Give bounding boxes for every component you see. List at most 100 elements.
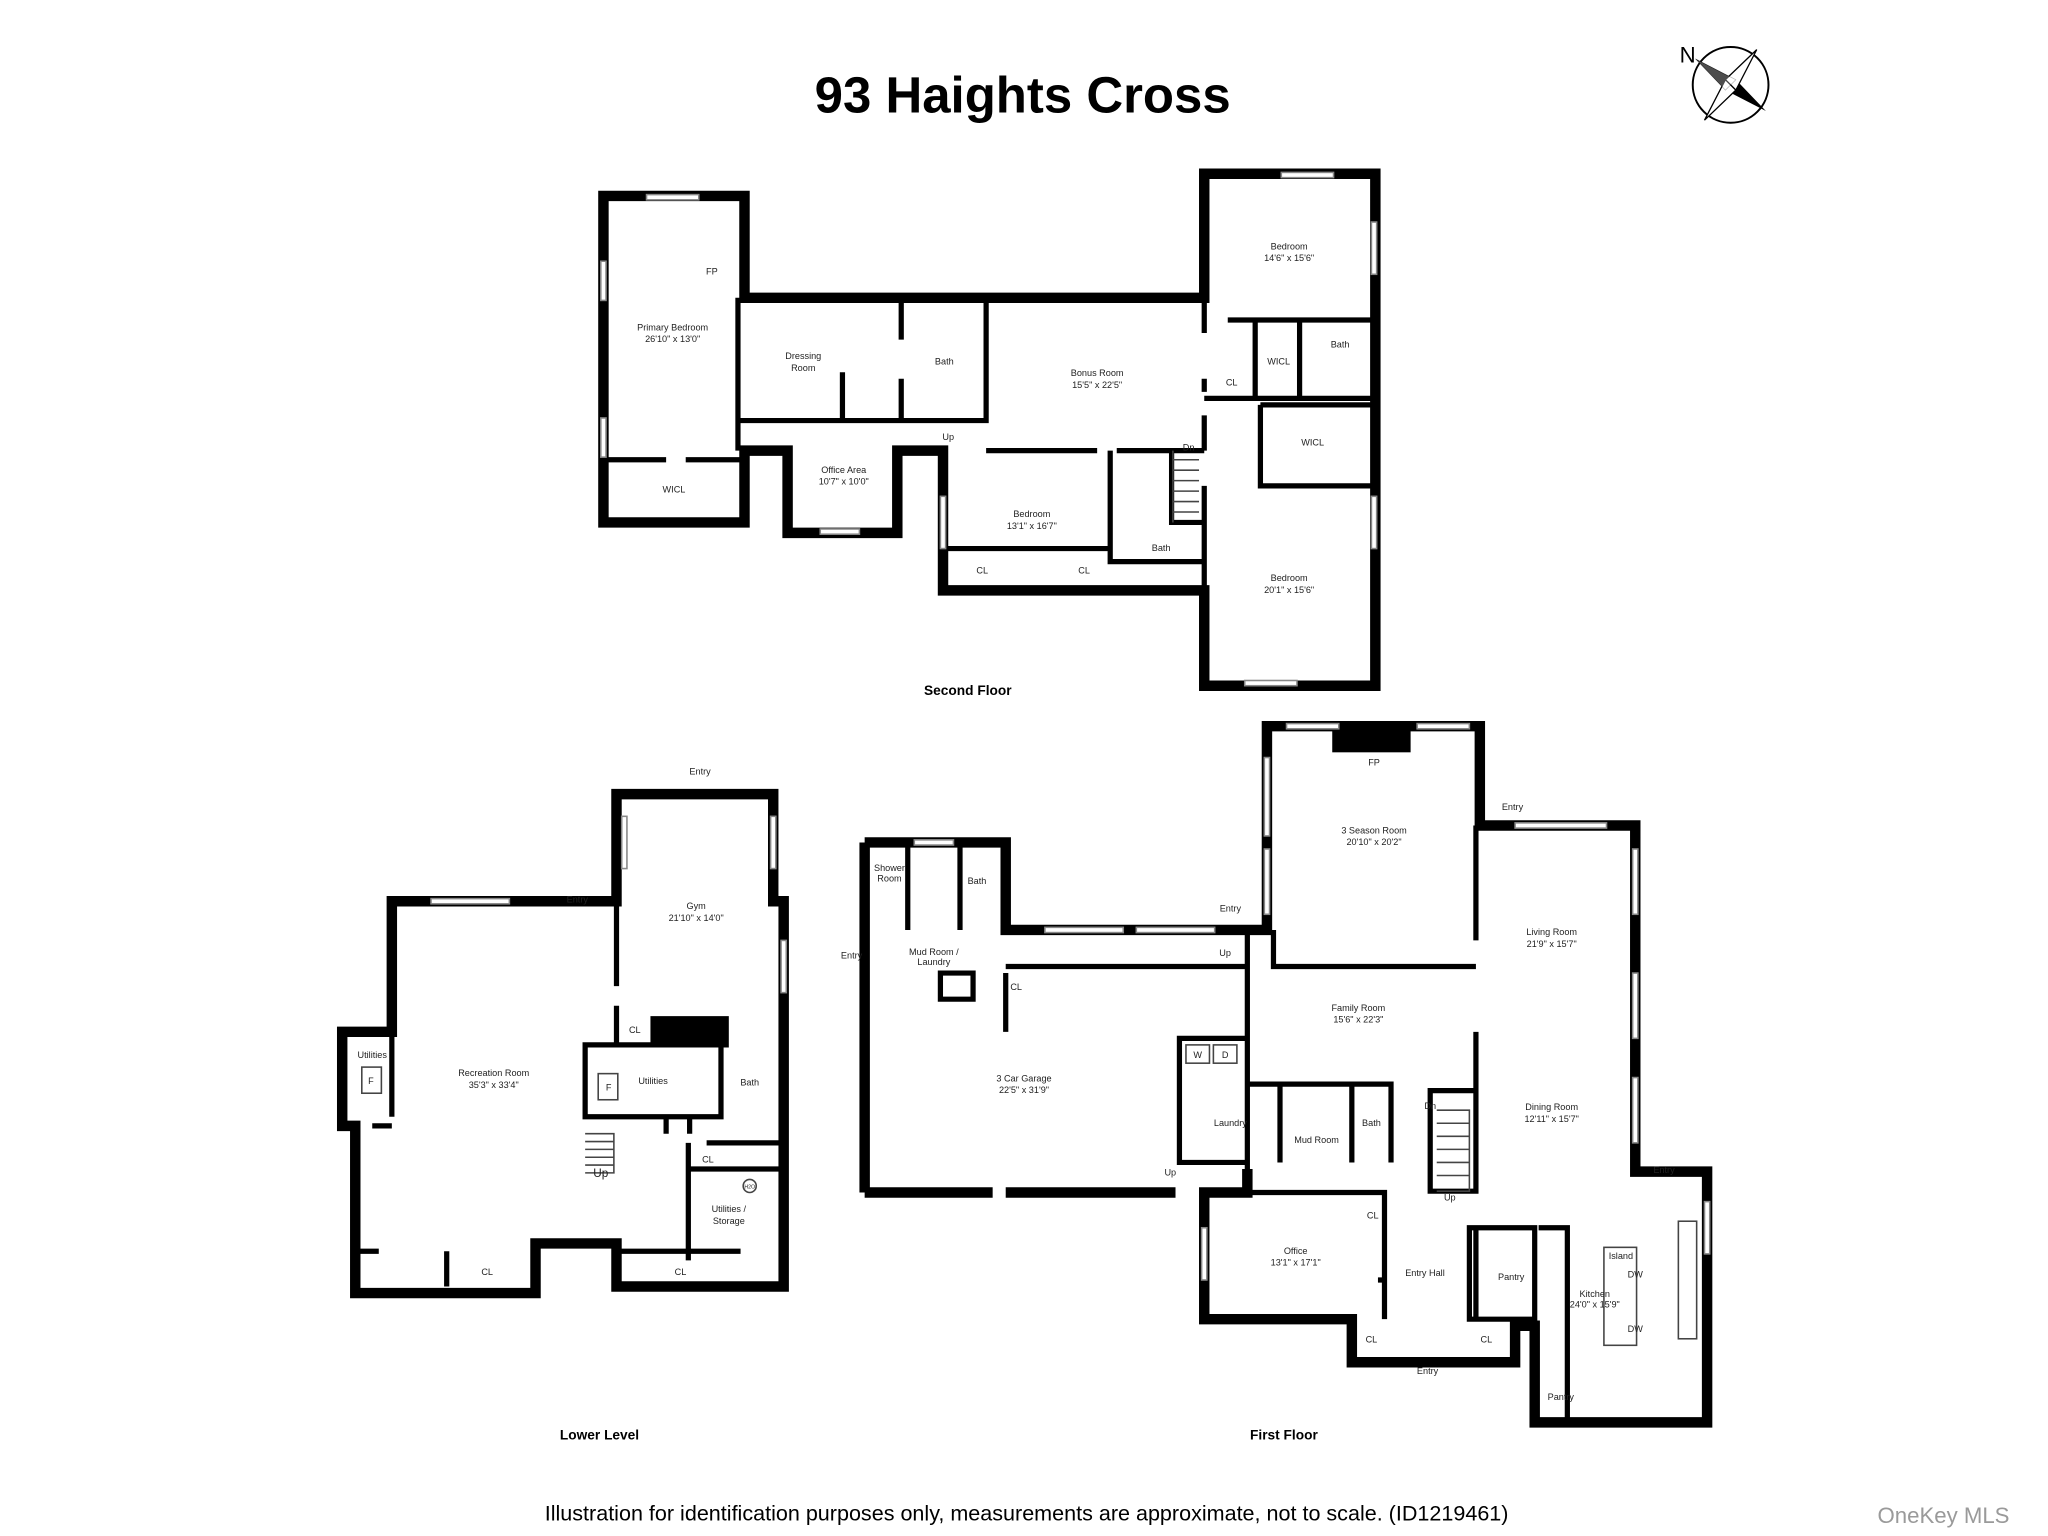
room-bedroom: Bedroom xyxy=(1271,573,1308,583)
second-floor-interior-walls xyxy=(603,297,1376,591)
room-primary-bedroom-dims: 26'10" x 13'0" xyxy=(645,334,700,344)
room-closet: CL xyxy=(1366,1335,1378,1345)
room-garage-dims: 22'5" x 31'9" xyxy=(999,1085,1049,1095)
compass-rose-icon xyxy=(1691,46,1770,124)
room-wicl: WICL xyxy=(1267,356,1290,366)
room-office-area: Office Area xyxy=(821,465,867,475)
room-bonus-room-dims: 15'5" x 22'5" xyxy=(1072,380,1122,390)
furnace-label: F xyxy=(368,1076,374,1086)
room-bedroom-dims: 20'1" x 15'6" xyxy=(1264,585,1314,595)
room-living-room-dims: 21'9" x 15'7" xyxy=(1527,939,1577,949)
stair-up-label: Up xyxy=(1164,1168,1176,1178)
room-wicl: WICL xyxy=(1301,437,1324,447)
room-office-dims: 13'1" x 17'1" xyxy=(1271,1258,1321,1268)
room-office: Office xyxy=(1284,1246,1308,1256)
room-closet: CL xyxy=(629,1025,641,1035)
room-closet: CL xyxy=(976,565,988,575)
room-closet: CL xyxy=(1481,1335,1493,1345)
compass-north-label: N xyxy=(1680,43,1696,68)
room-closet: CL xyxy=(481,1267,493,1277)
room-dressing-room: Dressing xyxy=(785,351,821,361)
room-entry-hall: Entry Hall xyxy=(1405,1268,1445,1278)
stair-down-label: Dn xyxy=(1183,443,1195,453)
room-family-room-dims: 15'6" x 22'3" xyxy=(1333,1015,1383,1025)
entry-label: Entry xyxy=(1502,802,1524,812)
room-utilities: Utilities xyxy=(358,1050,388,1060)
room-laundry: Laundry xyxy=(1214,1118,1247,1128)
first-floor-exterior-wall xyxy=(859,720,1713,1428)
stair-up-label: Up xyxy=(942,432,954,442)
room-dining-room-dims: 12'11" x 15'7" xyxy=(1524,1114,1578,1124)
room-recreation-room-dims: 35'3" x 33'4" xyxy=(469,1080,519,1090)
entry-label: Entry xyxy=(1653,1165,1675,1175)
fireplace-label: FP xyxy=(706,266,718,276)
room-gym-dims: 21'10" x 14'0" xyxy=(669,913,724,923)
first-floor-plan: Shower Room Bath Mud Room / Laundry Entr… xyxy=(841,720,1713,1442)
room-3-season-room-dims: 20'10" x 20'2" xyxy=(1346,837,1401,847)
room-3-season-room: 3 Season Room xyxy=(1341,825,1406,835)
room-bonus-room: Bonus Room xyxy=(1071,368,1124,378)
room-living-room: Living Room xyxy=(1526,927,1577,937)
entry-label: Entry xyxy=(567,895,589,905)
fireplace-label: FP xyxy=(1368,757,1380,767)
room-bath: Bath xyxy=(935,356,954,366)
room-mud-room-laundry: Mud Room / xyxy=(909,947,959,957)
room-closet: CL xyxy=(1010,982,1022,992)
room-bedroom: Bedroom xyxy=(1013,509,1050,519)
room-bath: Bath xyxy=(1362,1118,1381,1128)
entry-label: Entry xyxy=(689,767,711,777)
room-closet: CL xyxy=(1078,565,1090,575)
room-bath: Bath xyxy=(1331,339,1350,349)
floor-label-second: Second Floor xyxy=(924,683,1012,698)
room-shower-room-line2: Room xyxy=(877,874,901,884)
dishwasher-label: DW xyxy=(1628,1269,1644,1279)
room-office-area-dims: 10'7" x 10'0" xyxy=(819,477,869,487)
room-bath: Bath xyxy=(968,876,987,886)
room-closet: CL xyxy=(1367,1211,1379,1221)
room-bedroom: Bedroom xyxy=(1271,241,1308,251)
stair-up-label: Up xyxy=(593,1167,608,1180)
room-mud-room: Mud Room xyxy=(1294,1135,1339,1145)
room-primary-bedroom: Primary Bedroom xyxy=(637,322,708,332)
entry-label: Entry xyxy=(1417,1366,1439,1376)
room-pantry: Pantry xyxy=(1548,1392,1575,1402)
room-closet: CL xyxy=(675,1267,687,1277)
room-pantry: Pantry xyxy=(1498,1272,1525,1282)
room-family-room: Family Room xyxy=(1331,1003,1385,1013)
room-bedroom-dims: 13'1" x 16'7" xyxy=(1007,521,1057,531)
floor-label-lower: Lower Level xyxy=(560,1427,639,1442)
furnace-label: F xyxy=(606,1083,612,1093)
room-wicl: WICL xyxy=(663,484,686,494)
stair-up-label: Up xyxy=(1219,948,1231,958)
room-recreation-room: Recreation Room xyxy=(458,1068,529,1078)
watermark-logo: OneKey MLS xyxy=(1878,1503,2010,1528)
room-dining-room: Dining Room xyxy=(1525,1102,1578,1112)
room-bath: Bath xyxy=(1152,543,1171,553)
room-kitchen-dims: 24'0" x 15'9" xyxy=(1570,1299,1620,1309)
room-kitchen: Kitchen xyxy=(1580,1289,1610,1299)
room-gym: Gym xyxy=(687,901,706,911)
disclaimer-footer: Illustration for identification purposes… xyxy=(545,1500,1509,1525)
dishwasher-label: DW xyxy=(1628,1324,1644,1334)
entry-label: Entry xyxy=(841,951,863,961)
stair-up-label: Up xyxy=(1444,1192,1456,1202)
room-shower-room: Shower xyxy=(874,863,905,873)
room-garage: 3 Car Garage xyxy=(996,1073,1051,1083)
room-closet: CL xyxy=(702,1154,714,1164)
room-utilities-storage-line2: Storage xyxy=(713,1216,745,1226)
plan-title: 93 Haights Cross xyxy=(815,66,1231,123)
second-floor-plan: Primary Bedroom 26'10" x 13'0" FP Dressi… xyxy=(598,168,1381,698)
room-bath: Bath xyxy=(740,1077,759,1087)
entry-label: Entry xyxy=(1220,904,1242,914)
washer-label: W xyxy=(1193,1050,1202,1060)
lower-level-plan: Entry Entry Gym 21'10" x 14'0" Recreatio… xyxy=(336,767,789,1442)
room-bedroom-dims: 14'6" x 15'6" xyxy=(1264,253,1314,263)
room-closet: CL xyxy=(1226,377,1238,387)
room-utilities: Utilities xyxy=(638,1076,668,1086)
stair-down-label: Dn xyxy=(1424,1101,1436,1111)
lower-level-exterior-wall xyxy=(336,788,789,1299)
dryer-label: D xyxy=(1222,1050,1229,1060)
floor-label-first: First Floor xyxy=(1250,1427,1318,1442)
room-dressing-room-line2: Room xyxy=(791,363,815,373)
